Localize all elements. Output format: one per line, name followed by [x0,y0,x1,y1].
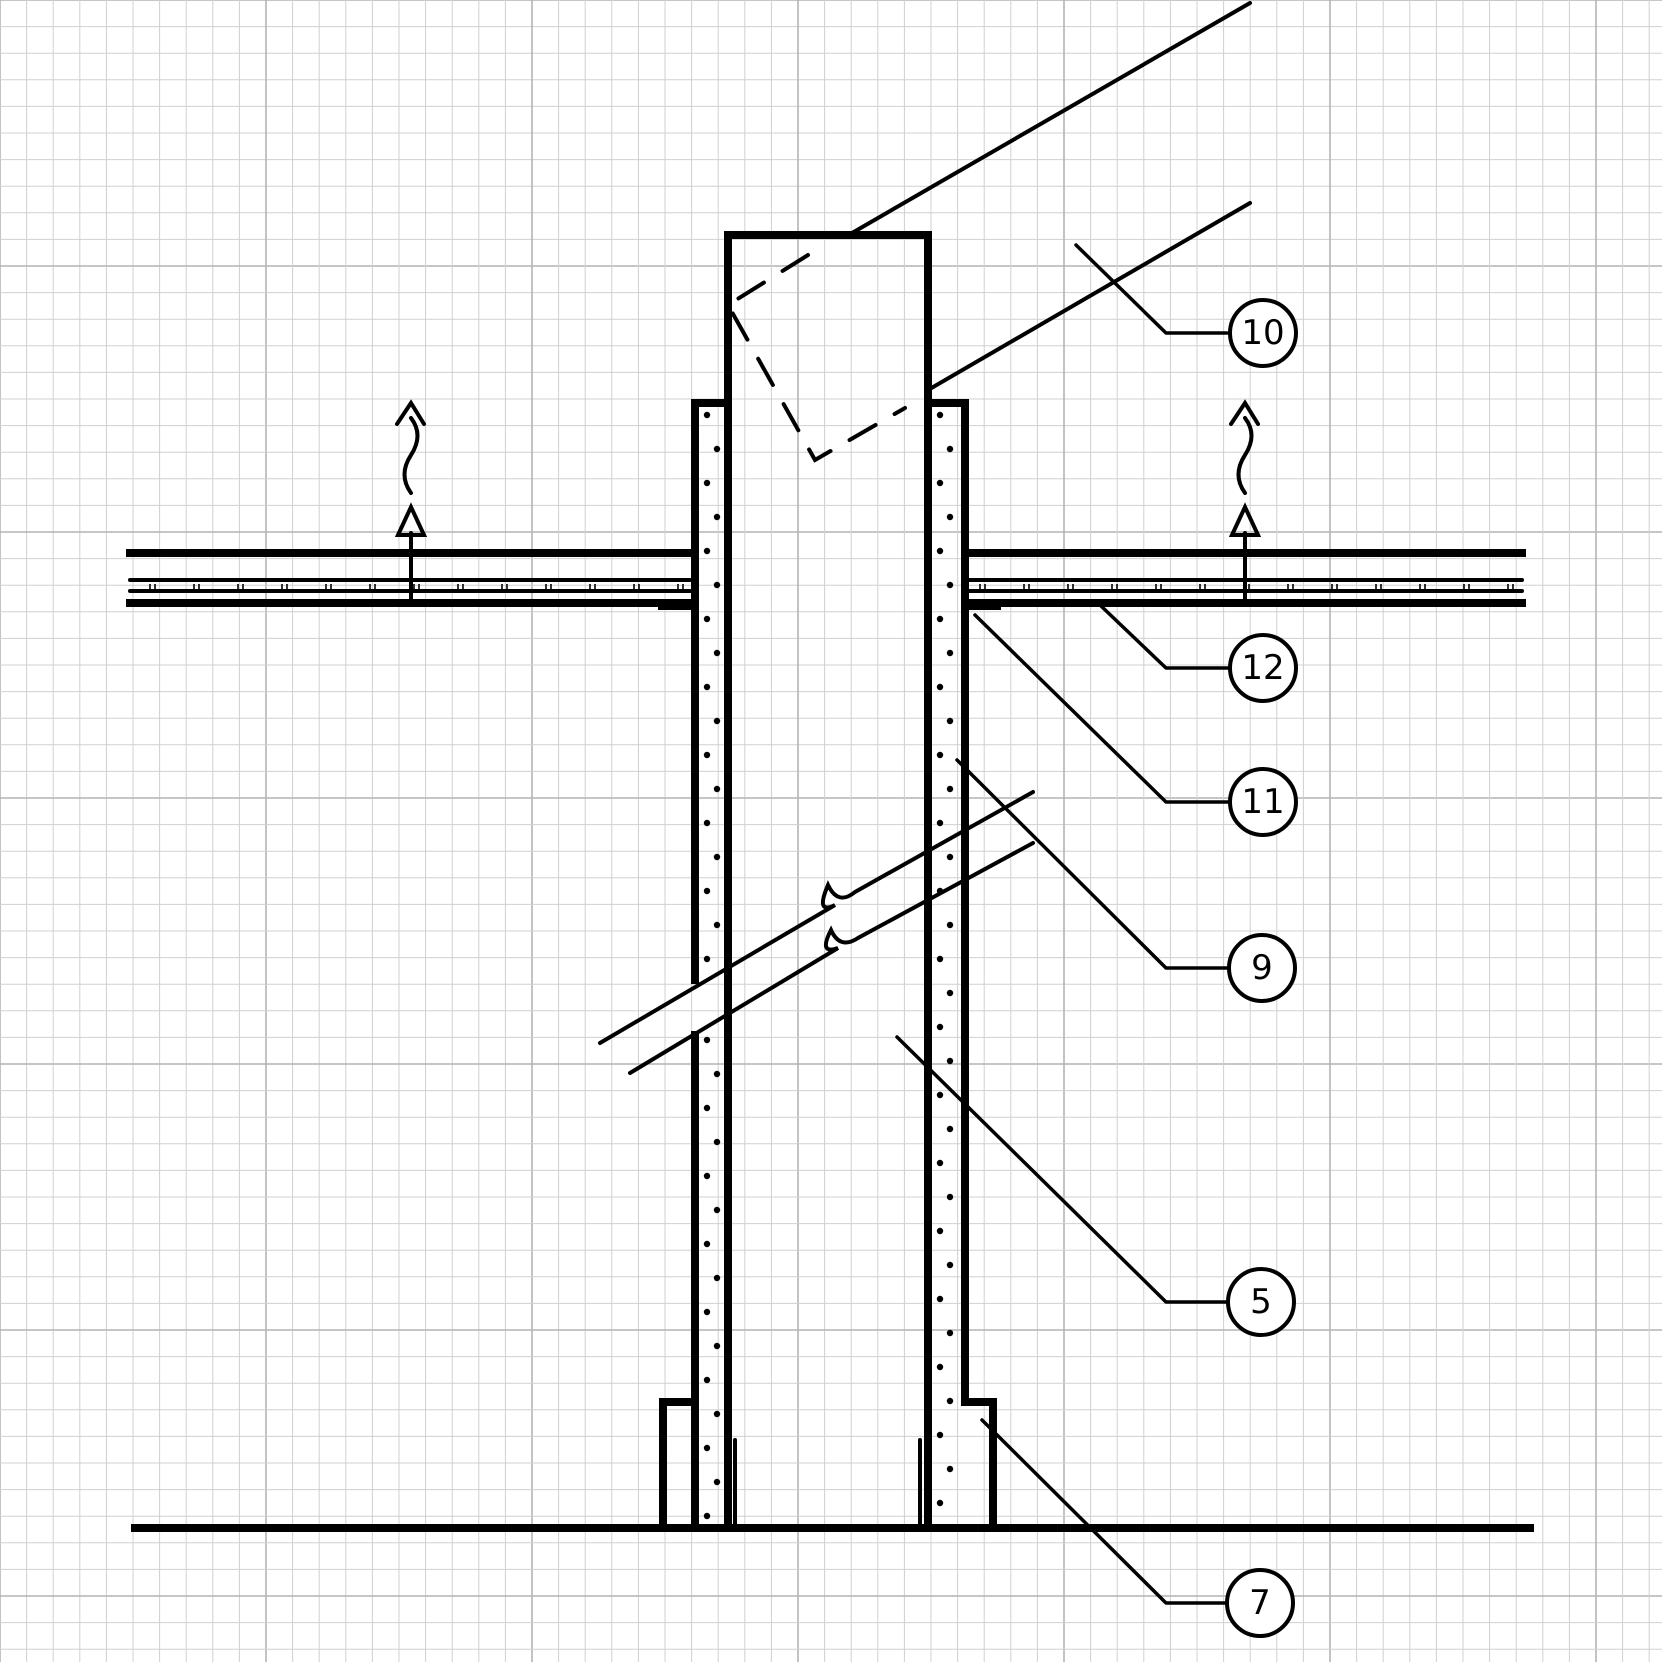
leader-7 [980,1418,1228,1605]
airflow-arrow-right [1228,399,1262,605]
callout-10: 10 [1228,298,1298,368]
leader-12 [1098,603,1231,670]
leader-11 [973,613,1231,804]
callout-7-label: 7 [1249,1583,1271,1623]
callout-11: 11 [1228,767,1298,837]
airflow-arrow-left [394,399,428,605]
callout-12-label: 12 [1241,648,1284,688]
callout-9-label: 9 [1251,948,1273,988]
base-collar-right [961,1398,997,1532]
ceiling-trim-left [658,602,699,617]
callout-5: 5 [1226,1267,1296,1337]
leader-5 [895,1035,1229,1304]
base-collar-left [659,1398,699,1532]
callout-5-label: 5 [1250,1282,1272,1322]
pipe-inner-base [733,1438,922,1530]
leader-9 [955,758,1230,970]
flue-pipe-body [724,231,932,1532]
callout-10-label: 10 [1241,313,1284,353]
roof-line-upper [850,1,1252,235]
callout-7: 7 [1225,1568,1295,1638]
callout-12: 12 [1228,633,1298,703]
callout-9: 9 [1227,933,1297,1003]
insulation-fill-dots [703,411,954,1520]
ceiling-trim-right [961,602,1001,617]
hidden-cap-line [725,253,907,463]
roof-line-lower [926,201,1252,392]
callout-11-label: 11 [1241,782,1284,822]
leader-10 [1074,243,1229,335]
break-cut [598,790,1035,1075]
insulation-hatching [149,584,1514,591]
